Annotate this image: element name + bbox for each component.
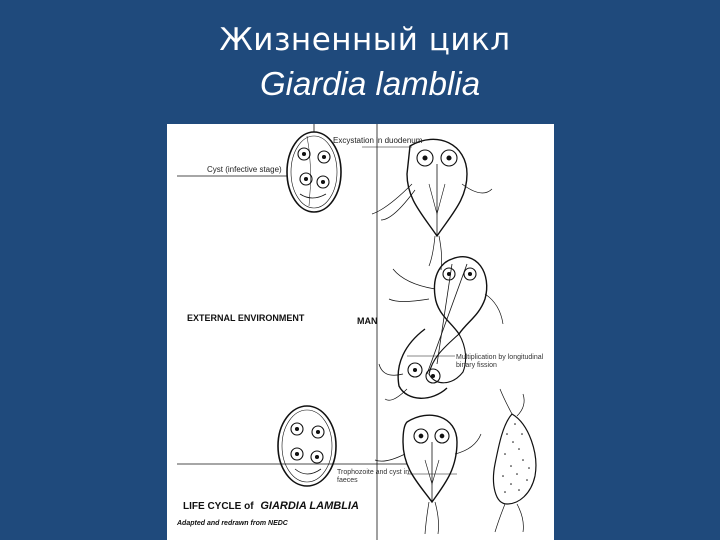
trophozoite-top-drawing (371, 138, 493, 271)
label-cyst-infective-stage: Cyst (infective stage) (207, 165, 282, 174)
label-external-environment: EXTERNAL ENVIRONMENT (187, 313, 305, 323)
title-line-1: Жизненный цикл (219, 22, 511, 58)
caption-species: GIARDIA LAMBLIA (260, 500, 359, 512)
slide-title: Жизненный цикл Giardia lamblia (0, 22, 720, 104)
trophozoite-bottom-drawing (374, 414, 482, 535)
figure-credit: Adapted and redrawn from NEDC (177, 520, 288, 527)
figure-caption: LIFE CYCLE of GIARDIA LAMBLIA (183, 500, 359, 512)
cyst-bottom-drawing (277, 405, 337, 487)
encysting-stipple (502, 423, 530, 493)
label-man: MAN (357, 316, 378, 326)
life-cycle-drawing (177, 124, 537, 540)
label-trophozoite-and-cyst: Trophozoite and cyst in faeces (337, 469, 410, 484)
encysting-form-drawing (492, 388, 537, 533)
label-multiplication: Multiplication by longitudinal binary fi… (456, 354, 544, 369)
label-excystation: Excystation in duodenum (333, 136, 423, 145)
cyst-top-drawing (286, 131, 342, 213)
title-line-2-species: Giardia lamblia (259, 64, 481, 102)
caption-prefix: LIFE CYCLE of (183, 501, 254, 512)
life-cycle-figure: Excystation in duodenum Cyst (infective … (167, 124, 554, 540)
trophozoite-dividing-drawing (378, 256, 504, 401)
